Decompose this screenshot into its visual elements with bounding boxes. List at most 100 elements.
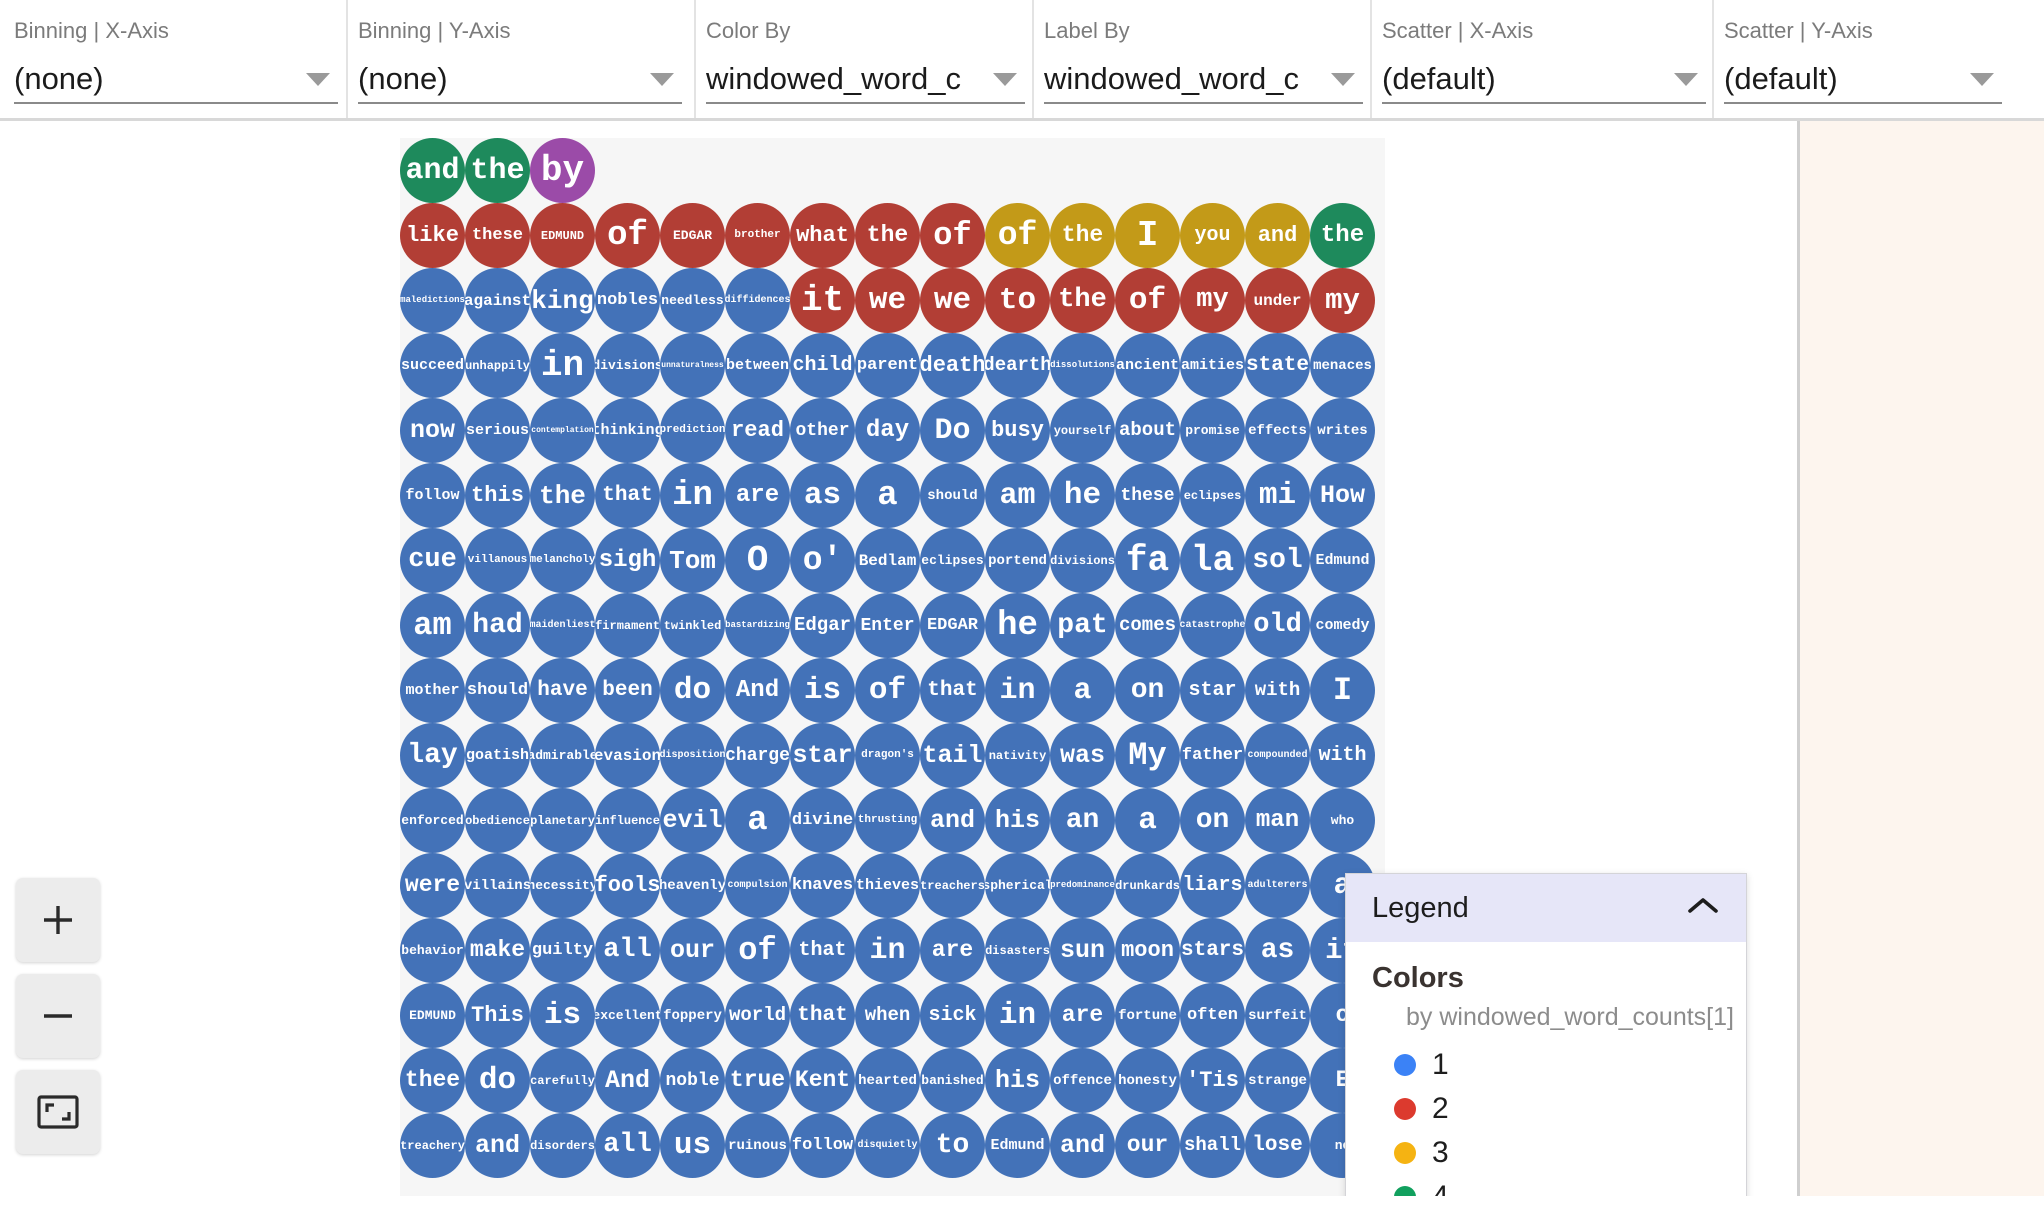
bubble-point[interactable]: promise [1180, 398, 1245, 463]
bubble-point[interactable]: man [1245, 788, 1310, 853]
bubble-point[interactable]: our [1115, 1113, 1180, 1178]
bubble-point[interactable]: he [1050, 463, 1115, 528]
bubble-point[interactable]: follow [790, 1113, 855, 1178]
bubble-point[interactable]: eclipses [1180, 463, 1245, 528]
bubble-point[interactable]: you [1180, 203, 1245, 268]
bubble-point[interactable]: banished [920, 1048, 985, 1113]
bubble-point[interactable]: these [465, 203, 530, 268]
bubble-point[interactable]: the [1050, 268, 1115, 333]
bubble-point[interactable]: admirable [530, 723, 595, 788]
bubble-point[interactable]: often [1180, 983, 1245, 1048]
bubble-point[interactable]: pat [1050, 593, 1115, 658]
bubble-point[interactable]: evil [660, 788, 725, 853]
bubble-point[interactable]: menaces [1310, 333, 1375, 398]
bubble-point[interactable]: been [595, 658, 660, 723]
bubble-point[interactable]: Edgar [790, 593, 855, 658]
bubble-point[interactable]: the [530, 463, 595, 528]
bubble-point[interactable]: charge [725, 723, 790, 788]
bubble-point[interactable]: unnaturalness [660, 333, 725, 398]
bubble-point[interactable]: on [1115, 658, 1180, 723]
bubble-point[interactable]: thee [400, 1048, 465, 1113]
bubble-point[interactable]: he [985, 593, 1050, 658]
bubble-point[interactable]: disquietly [855, 1113, 920, 1178]
bubble-point[interactable]: behavior [400, 918, 465, 983]
bubble-point[interactable]: in [530, 333, 595, 398]
bubble-point[interactable]: on [1180, 788, 1245, 853]
bubble-point[interactable]: stars [1180, 918, 1245, 983]
bubble-point[interactable]: is [790, 658, 855, 723]
bubble-point[interactable]: sigh [595, 528, 660, 593]
bubble-point[interactable]: carefully [530, 1048, 595, 1113]
bubble-point[interactable]: lay [400, 723, 465, 788]
bubble-point[interactable]: heavenly [660, 853, 725, 918]
bubble-point[interactable]: serious [465, 398, 530, 463]
bubble-point[interactable]: ruinous [725, 1113, 790, 1178]
bubble-point[interactable]: a [855, 463, 920, 528]
bubble-point[interactable]: of [985, 203, 1050, 268]
bubble-point[interactable]: state [1245, 333, 1310, 398]
bubble-point[interactable]: nobles [595, 268, 660, 333]
bubble-point[interactable]: mother [400, 658, 465, 723]
bubble-point[interactable]: Bedlam [855, 528, 920, 593]
bubble-point[interactable]: and [400, 138, 465, 203]
bubble-point[interactable]: busy [985, 398, 1050, 463]
fit-to-screen-button[interactable] [16, 1070, 100, 1154]
bubble-point[interactable]: divisions [595, 333, 660, 398]
bubble-point[interactable]: should [920, 463, 985, 528]
zoom-in-button[interactable] [16, 878, 100, 962]
bubble-point[interactable]: fa [1115, 528, 1180, 593]
bubble-point[interactable]: effects [1245, 398, 1310, 463]
bubble-point[interactable]: yourself [1050, 398, 1115, 463]
bubble-point[interactable]: a [1115, 788, 1180, 853]
bubble-point[interactable]: writes [1310, 398, 1375, 463]
label-by-select[interactable]: windowed_word_c [1044, 56, 1363, 104]
bubble-point[interactable]: knaves [790, 853, 855, 918]
bubble-point[interactable]: that [595, 463, 660, 528]
bubble-point[interactable]: us [660, 1113, 725, 1178]
bubble-point[interactable]: fools [595, 853, 660, 918]
bubble-point[interactable]: an [1050, 788, 1115, 853]
bubble-point[interactable]: Tom [660, 528, 725, 593]
bubble-point[interactable]: sol [1245, 528, 1310, 593]
bubble-point[interactable]: all [595, 1113, 660, 1178]
legend-item[interactable]: 1 [1394, 1048, 1720, 1082]
bubble-point[interactable]: adulterers [1245, 853, 1310, 918]
legend-item[interactable]: 3 [1394, 1136, 1720, 1170]
bubble-point[interactable]: My [1115, 723, 1180, 788]
bubble-point[interactable]: necessity [530, 853, 595, 918]
bubble-point[interactable]: these [1115, 463, 1180, 528]
bubble-point[interactable]: his [985, 788, 1050, 853]
bubble-point[interactable]: influence [595, 788, 660, 853]
bubble-point[interactable]: like [400, 203, 465, 268]
bubble-point[interactable]: compulsion [725, 853, 790, 918]
bubble-point[interactable]: portend [985, 528, 1050, 593]
bubble-point[interactable]: the [1310, 203, 1375, 268]
bubble-point[interactable]: should [465, 658, 530, 723]
bubble-point[interactable]: foppery [660, 983, 725, 1048]
bubble-point[interactable]: mi [1245, 463, 1310, 528]
binning-y-axis-select[interactable]: (none) [358, 56, 682, 104]
bubble-point[interactable]: amities [1180, 333, 1245, 398]
bubble-point[interactable]: child [790, 333, 855, 398]
bubble-point[interactable]: all [595, 918, 660, 983]
bubble-point[interactable]: other [790, 398, 855, 463]
bubble-point[interactable]: compounded [1245, 723, 1310, 788]
bubble-point[interactable]: disposition [660, 723, 725, 788]
bubble-point[interactable]: maledictions [400, 268, 465, 333]
zoom-out-button[interactable] [16, 974, 100, 1058]
bubble-point[interactable]: EDMUND [530, 203, 595, 268]
bubble-point[interactable]: eclipses [920, 528, 985, 593]
bubble-point[interactable]: Enter [855, 593, 920, 658]
bubble-point[interactable]: father [1180, 723, 1245, 788]
bubble-point[interactable]: of [920, 203, 985, 268]
bubble-point[interactable]: that [920, 658, 985, 723]
bubble-point[interactable]: unhappily [465, 333, 530, 398]
bubble-point[interactable]: disasters [985, 918, 1050, 983]
bubble-point[interactable]: sun [1050, 918, 1115, 983]
chevron-down-icon[interactable] [1970, 72, 1994, 86]
bubble-point[interactable]: hearted [855, 1048, 920, 1113]
bubble-point[interactable]: do [465, 1048, 530, 1113]
bubble-point[interactable]: are [725, 463, 790, 528]
bubble-point[interactable]: Kent [790, 1048, 855, 1113]
